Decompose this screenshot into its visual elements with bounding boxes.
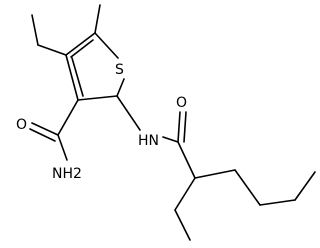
bond-c5-c4-double: [70, 39, 94, 58]
bond-nh-acyl: [162, 136, 179, 143]
bond-c4-c3: [65, 54, 79, 101]
bond-c5-c4: [65, 32, 96, 56]
bond-c4-c3-double: [71, 57, 84, 97]
bond-acyl-o-double: [183, 111, 187, 143]
bond-carbonyl-o-double: [29, 128, 56, 142]
bond-c4-ethyl-1: [37, 44, 67, 56]
bond-butyl-1: [194, 169, 236, 179]
atom-sulfur: S: [115, 62, 124, 78]
bond-butyl-3: [259, 199, 296, 206]
bond-s-c5: [94, 32, 119, 59]
bond-c5-methyl: [94, 4, 101, 34]
atom-amide-nh: HN: [138, 133, 159, 149]
bond-carbonyl-n: [57, 134, 68, 161]
atom-oxygen-acyl: O: [176, 95, 187, 111]
bond-carbonyl-o: [31, 122, 59, 136]
bond-acyl-ch: [177, 141, 196, 179]
bond-c2-s: [116, 78, 125, 97]
bond-c4-ethyl-2: [31, 14, 39, 46]
bond-c2-nh: [116, 95, 141, 131]
bond-butyl-2: [234, 169, 261, 206]
bond-ch-ethyl-1: [174, 177, 196, 211]
bond-acyl-o: [177, 111, 181, 143]
bond-c3-c2: [77, 95, 118, 101]
atom-amine-nh2: NH2: [52, 166, 82, 182]
atom-oxygen-amide: O: [16, 117, 27, 133]
bond-butyl-4: [294, 171, 316, 201]
bond-ch-ethyl-2: [174, 209, 191, 241]
bond-c3-carbonyl: [57, 99, 79, 136]
